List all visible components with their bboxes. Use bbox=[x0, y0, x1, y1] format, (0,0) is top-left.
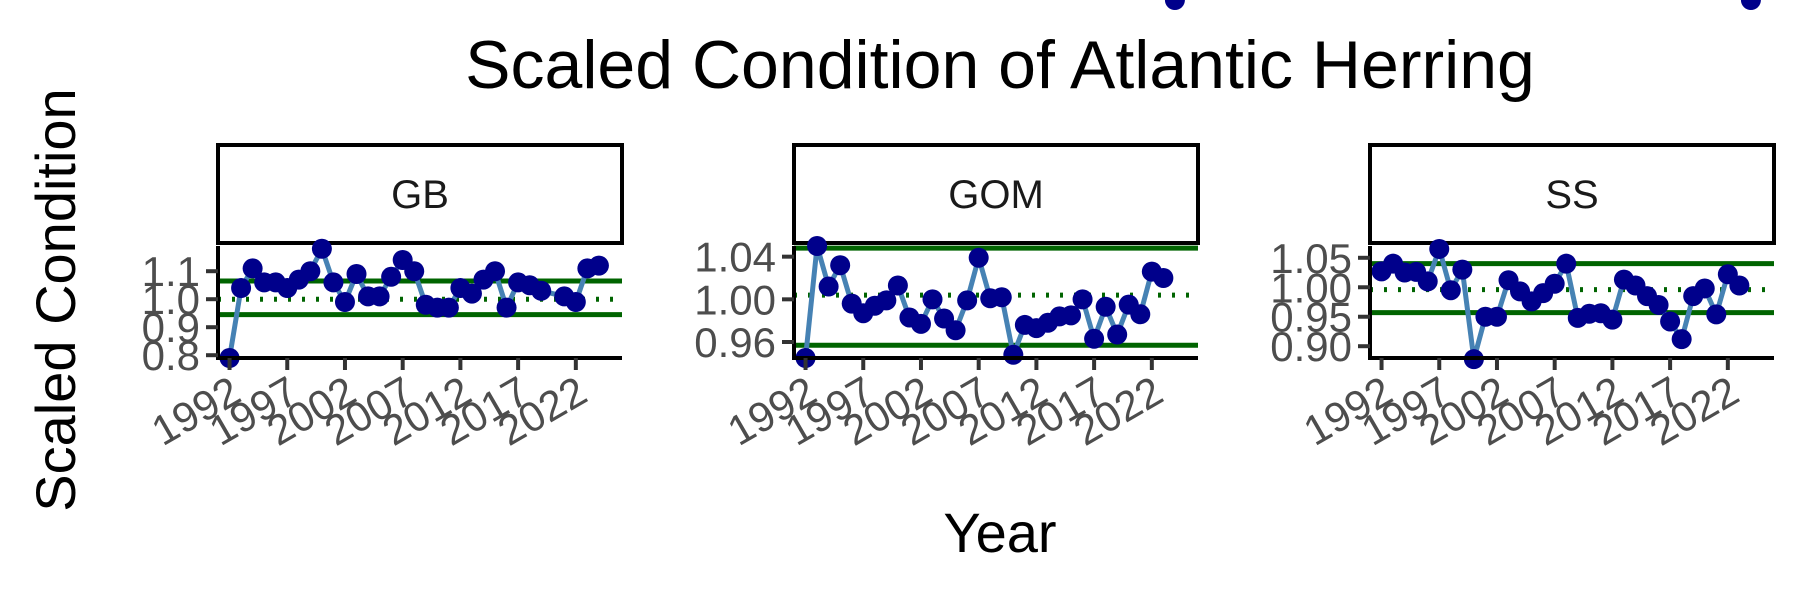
y-tick-label: 1.05 bbox=[1270, 235, 1352, 282]
data-point bbox=[1061, 305, 1082, 326]
data-point bbox=[496, 297, 517, 318]
y-axis-title: Scaled Condition bbox=[24, 88, 87, 511]
chart-title: Scaled Condition of Atlantic Herring bbox=[465, 27, 1535, 103]
panel-1: GOM0.961.001.041992199720022007201220172… bbox=[694, 0, 1200, 455]
panel-0: GB0.80.91.01.119921997200220072012201720… bbox=[142, 143, 624, 455]
data-point bbox=[1486, 306, 1507, 327]
data-point bbox=[461, 283, 482, 304]
data-point bbox=[807, 236, 828, 256]
data-point bbox=[1694, 278, 1715, 299]
strip-box bbox=[1368, 143, 1776, 245]
data-point bbox=[346, 264, 367, 284]
strip-label: GOM bbox=[948, 173, 1044, 217]
strip-box bbox=[792, 143, 1200, 245]
data-point bbox=[830, 255, 851, 276]
data-point bbox=[311, 238, 332, 259]
data-point bbox=[1556, 253, 1577, 274]
y-tick-label: 0.90 bbox=[1270, 323, 1352, 370]
data-point bbox=[818, 276, 839, 297]
data-point bbox=[231, 278, 252, 298]
data-point bbox=[242, 258, 263, 279]
y-tick-label: 1.1 bbox=[142, 248, 200, 295]
data-point bbox=[887, 275, 908, 296]
data-point bbox=[1740, 0, 1761, 10]
data-point bbox=[334, 292, 355, 312]
y-tick-label: 1.00 bbox=[1270, 264, 1352, 311]
data-point bbox=[922, 289, 943, 310]
data-point bbox=[1660, 311, 1681, 332]
data-point bbox=[485, 261, 506, 282]
y-tick-label: 0.9 bbox=[142, 304, 200, 351]
data-point bbox=[1107, 324, 1128, 345]
y-tick-label: 0.96 bbox=[694, 319, 776, 366]
data-point bbox=[1440, 280, 1461, 301]
data-point bbox=[381, 266, 402, 287]
data-point bbox=[1095, 296, 1116, 317]
x-axis-title: Year bbox=[943, 501, 1056, 564]
strip-label: SS bbox=[1545, 173, 1598, 217]
data-point bbox=[1417, 271, 1438, 292]
data-point bbox=[1072, 289, 1093, 310]
data-point bbox=[323, 272, 344, 293]
data-point bbox=[1602, 309, 1623, 330]
data-point bbox=[300, 261, 321, 282]
data-point bbox=[1648, 294, 1669, 315]
data-point bbox=[1130, 304, 1151, 325]
data-point bbox=[588, 255, 609, 276]
strip-box bbox=[216, 143, 624, 245]
data-point bbox=[1452, 259, 1473, 280]
data-point bbox=[404, 261, 425, 282]
y-tick-label: 0.8 bbox=[142, 332, 200, 379]
data-point bbox=[1706, 304, 1727, 325]
data-point bbox=[369, 286, 390, 307]
data-point bbox=[1729, 275, 1750, 296]
data-point bbox=[957, 290, 978, 311]
data-point bbox=[945, 320, 966, 341]
data-point bbox=[1084, 328, 1105, 349]
y-tick-label: 1.0 bbox=[142, 276, 200, 323]
data-point bbox=[1164, 0, 1185, 10]
data-point bbox=[910, 313, 931, 334]
panels: GB0.80.91.01.119921997200220072012201720… bbox=[142, 0, 1776, 455]
data-point bbox=[438, 297, 459, 318]
data-point bbox=[1153, 268, 1174, 288]
y-tick-label: 1.00 bbox=[694, 276, 776, 323]
data-point bbox=[1429, 238, 1450, 259]
data-point bbox=[531, 280, 552, 301]
data-point bbox=[1671, 329, 1692, 350]
data-point bbox=[968, 247, 989, 268]
y-tick-label: 0.95 bbox=[1270, 294, 1352, 341]
data-point bbox=[876, 290, 897, 311]
data-point bbox=[1003, 344, 1024, 365]
y-tick-label: 1.04 bbox=[694, 234, 776, 281]
strip-label: GB bbox=[391, 173, 449, 217]
data-point bbox=[991, 287, 1012, 308]
data-point bbox=[565, 292, 586, 312]
data-point bbox=[1544, 273, 1565, 294]
